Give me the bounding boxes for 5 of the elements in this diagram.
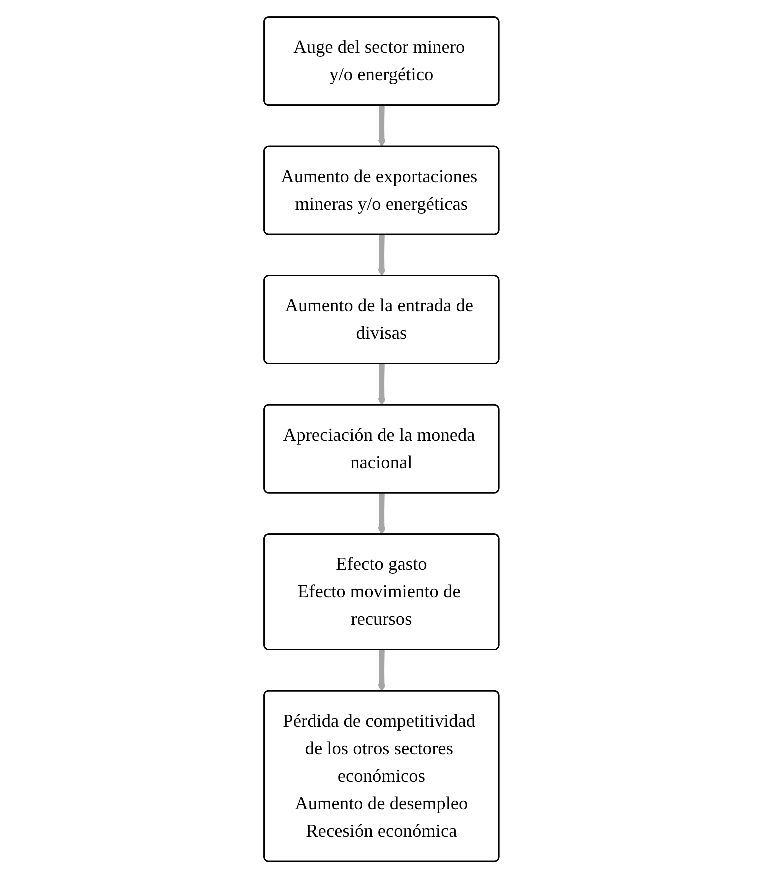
- arrow: [378, 494, 386, 536]
- arrow: [378, 364, 386, 406]
- arrow: [378, 650, 386, 692]
- arrow: [378, 235, 386, 277]
- arrow: [378, 106, 386, 148]
